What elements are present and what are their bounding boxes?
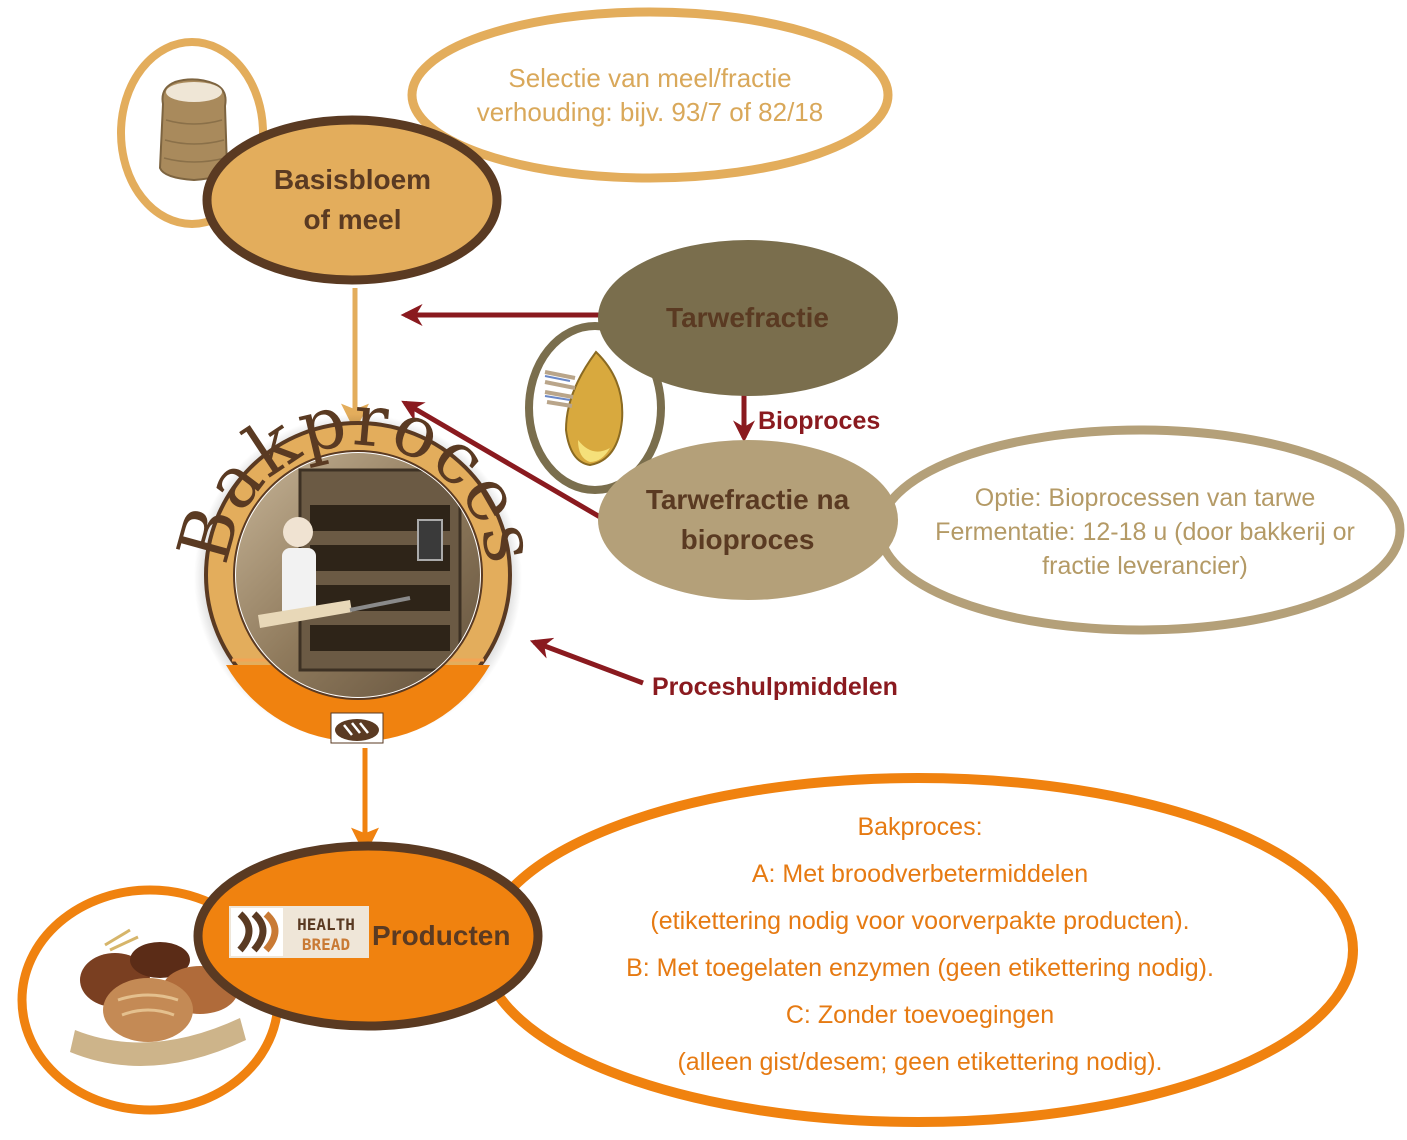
meel-note-line2: verhouding: bijv. 93/7 of 82/18 — [476, 97, 824, 127]
bakproces-note-line5: C: Zonder toevoegingen — [785, 1001, 1055, 1029]
bioproces-text: Bioproces — [758, 406, 881, 435]
bakproces-note-line3: (etikettering nodig voor voorverpakte pr… — [650, 907, 1190, 935]
basisbloem-line2: of meel — [303, 204, 402, 235]
tarwefractie-text: Tarwefractie — [666, 302, 829, 333]
basisbloem-line1: Basisbloem — [273, 164, 432, 195]
basisbloem-node — [202, 115, 502, 285]
bread-loaves-image — [70, 928, 246, 1066]
producten-text: Producten — [372, 920, 511, 951]
bioproces-note-line1: Optie: Bioprocessen van tarwe — [974, 484, 1316, 512]
health-bread-logo-line2: BREAD — [302, 935, 350, 954]
bioproces-note: Optie: Bioprocessen van tarwe Fermentati… — [895, 478, 1395, 586]
bakproces-note-line1: Bakproces: — [857, 813, 983, 841]
meel-selection-note: Selectie van meel/fractie verhouding: bi… — [430, 55, 870, 135]
bread-icon — [335, 719, 379, 741]
basisbloem-label: Basisbloem of meel — [225, 158, 480, 242]
meel-note-line1: Selectie van meel/fractie — [508, 63, 792, 93]
proceshulpmiddelen-text: Proceshulpmiddelen — [652, 672, 898, 701]
tarwefractie-na-line1: Tarwefractie na — [645, 484, 850, 515]
bakproces-note-line6: (alleen gist/desem; geen etikettering no… — [677, 1048, 1163, 1076]
bakery-oven-photo — [236, 453, 480, 697]
health-bread-logo: HEALTH BREAD — [229, 906, 369, 958]
tarwefractie-na-label: Tarwefractie na bioproces — [615, 478, 880, 562]
proceshulpmiddelen-label: Proceshulpmiddelen — [652, 670, 942, 704]
bakproces-options-note: Bakproces: A: Met broodverbetermiddelen … — [540, 800, 1300, 1090]
flow-arrow-proceshulp — [529, 637, 644, 686]
bioproces-arrow-label: Bioproces — [758, 404, 898, 438]
producten-label: Producten — [372, 914, 532, 958]
flow-arrow-tarwefractie-na-to-bakproces — [401, 400, 602, 520]
bakproces-note-line2: A: Met broodverbetermiddelen — [751, 860, 1089, 888]
bakproces-note-line4: B: Met toegelaten enzymen (geen etikette… — [626, 954, 1214, 982]
tarwefractie-node — [598, 240, 898, 396]
flour-sack-image — [158, 78, 229, 182]
tarwefractie-label: Tarwefractie — [620, 296, 875, 340]
tarwefractie-na-node — [598, 440, 898, 600]
wheat-grain-icon — [544, 350, 624, 467]
meel-selection-note-frame — [407, 7, 893, 183]
bioproces-note-line3: fractie leverancier) — [1042, 552, 1248, 580]
tarwefractie-na-line2: bioproces — [680, 524, 815, 555]
health-bread-logo-line1: HEALTH — [297, 915, 355, 934]
bioproces-note-line2: Fermentatie: 12-18 u (door bakkerij or — [935, 518, 1355, 546]
bakproces-badge: Bakproces — [161, 377, 554, 744]
